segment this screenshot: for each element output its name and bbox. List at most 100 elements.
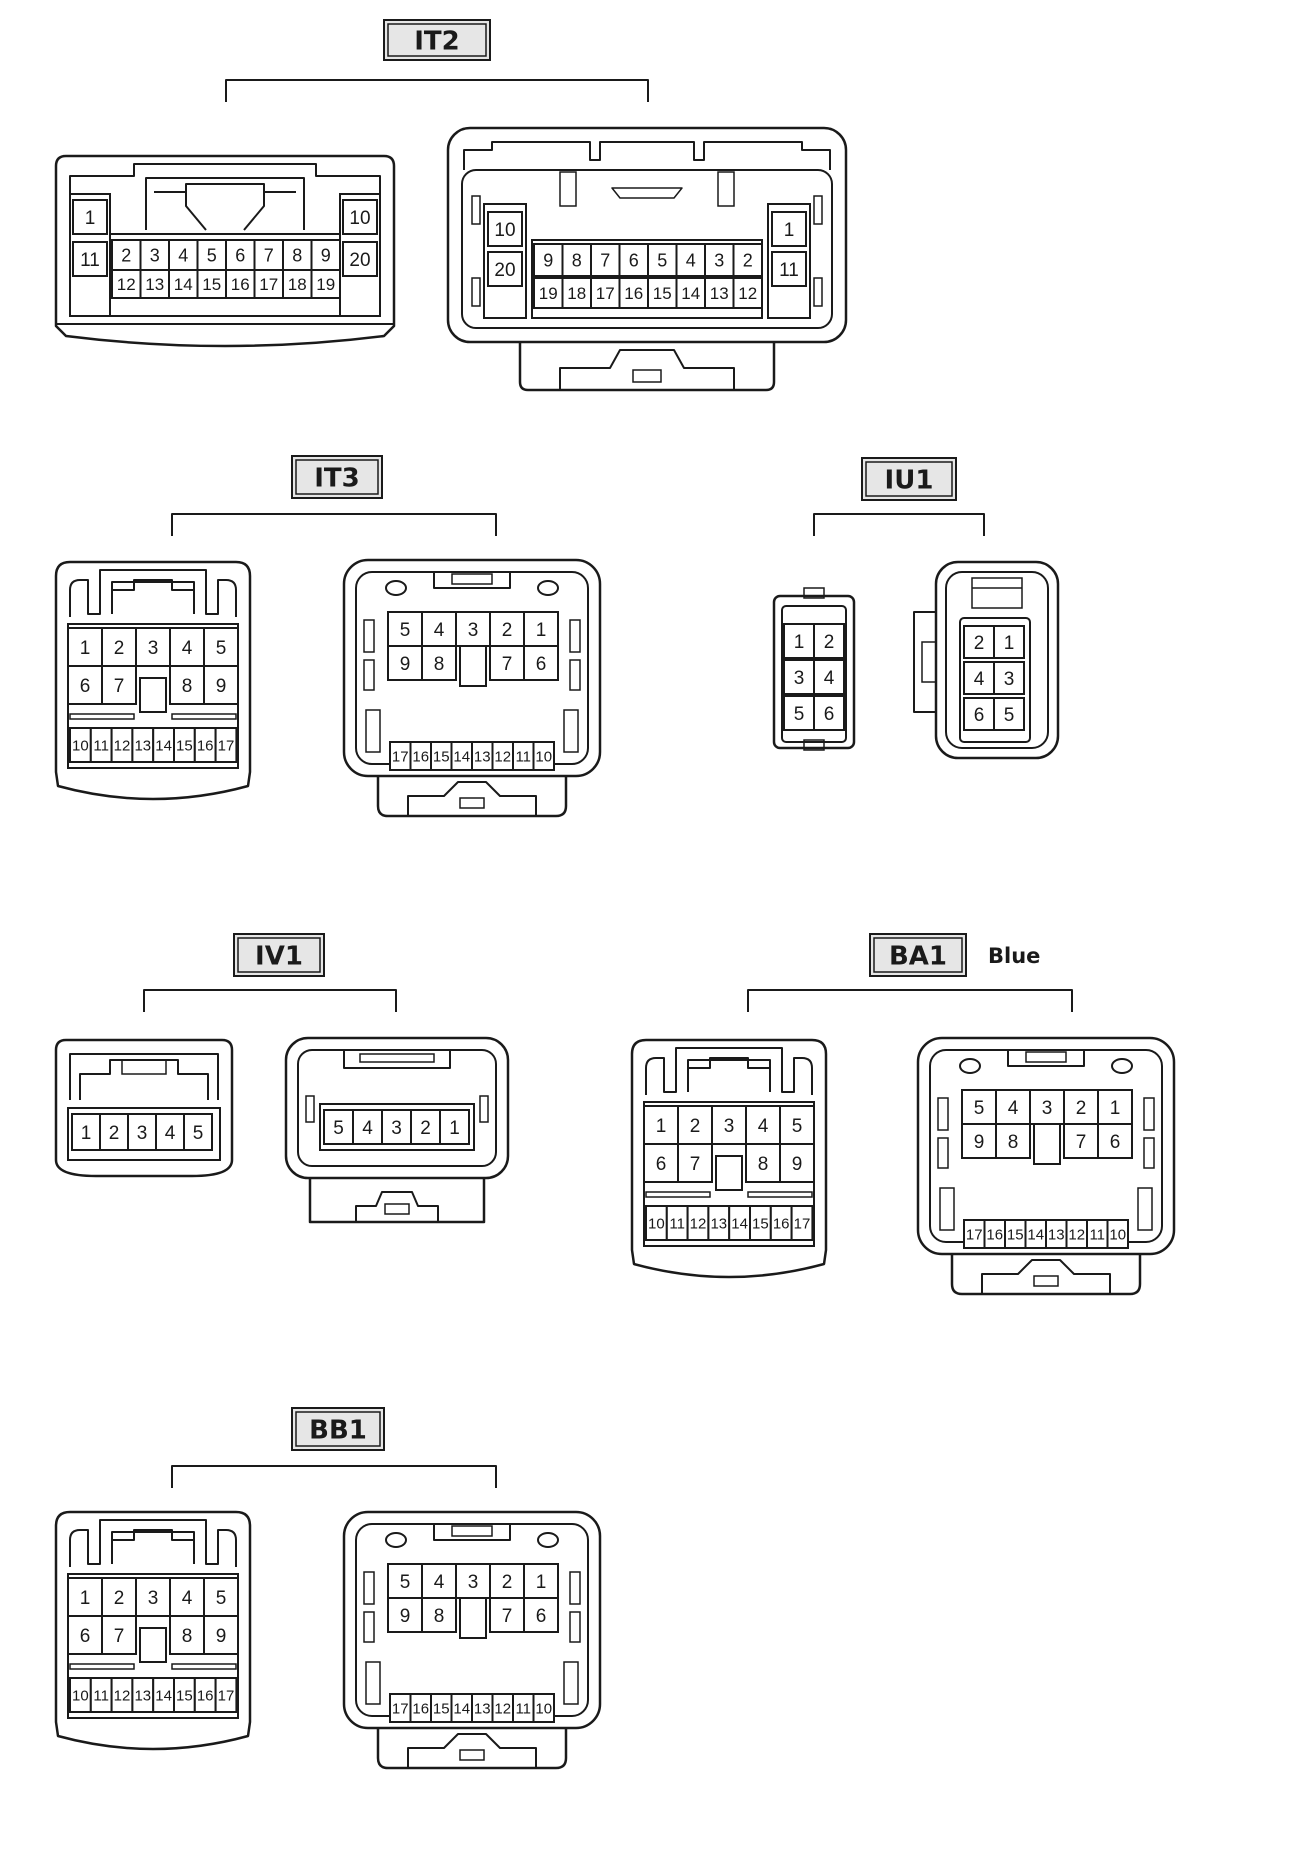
pin-cell: 7	[101, 665, 137, 705]
pin-cell: 8	[745, 1143, 781, 1183]
pin-cell: 14	[152, 727, 175, 763]
pin-number: 14	[731, 1215, 748, 1232]
connector-label-it2: IT2	[225, 19, 649, 102]
pin-cell: 4	[169, 627, 205, 667]
pin-number: 1	[449, 1118, 460, 1139]
pin-cell: 1	[1097, 1089, 1133, 1125]
pin-cell: 16	[225, 269, 256, 299]
pin-cell: 11	[771, 251, 807, 287]
pin-number: 3	[724, 1116, 735, 1137]
pin-number: 3	[137, 1123, 148, 1144]
pin-cell: 11	[89, 727, 113, 763]
pin-number: 13	[134, 737, 151, 754]
pin-number: 15	[1007, 1226, 1024, 1243]
pin-cell: 13	[131, 1677, 155, 1713]
pin-cell: 17	[214, 1677, 238, 1713]
pin-cell: 6	[618, 243, 649, 277]
pin-cell: 1	[771, 211, 807, 247]
pin-cell: 4	[745, 1105, 781, 1145]
pin-cell: 6	[813, 695, 845, 731]
pin-number: 4	[434, 620, 445, 641]
label-box	[233, 933, 325, 977]
connector-label-iu1: IU1	[813, 457, 985, 536]
pin-cell: 15	[173, 1677, 196, 1713]
pin-cell: 13	[704, 277, 735, 309]
pin-cell: 1	[67, 627, 103, 667]
pin-cell: 12	[110, 727, 134, 763]
pin-cell: 16	[193, 1677, 217, 1713]
pin-cell: 15	[430, 1693, 453, 1723]
pin-cell: 1	[643, 1105, 679, 1145]
pin-cell: 2	[963, 625, 995, 659]
pin-number: 17	[794, 1215, 811, 1232]
pin-cell: 1	[72, 199, 108, 235]
pin-cell: 11	[512, 741, 535, 771]
pin-cell: 9	[961, 1123, 997, 1159]
connector-bracket	[171, 1465, 497, 1488]
pin-cell: 11	[512, 1693, 535, 1723]
pin-number: 7	[502, 654, 513, 675]
pin-cell: 13	[139, 269, 170, 299]
pin-number: 1	[1004, 633, 1015, 654]
pin-number: 3	[150, 245, 160, 265]
pin-cell: 3	[783, 659, 815, 695]
pin-cell: 1	[993, 625, 1025, 659]
pin-cell: 1	[523, 611, 559, 647]
pin-number: 18	[567, 284, 586, 303]
pin-cell: 6	[67, 665, 103, 705]
pin-number: 12	[738, 284, 757, 303]
pin-number: 2	[420, 1118, 431, 1139]
label-box	[861, 457, 957, 501]
pin-cell: 9	[203, 665, 239, 705]
pin-cell: 20	[487, 251, 523, 287]
pin-number: 1	[536, 1572, 547, 1593]
pin-cell: 8	[282, 239, 313, 271]
pin-cell: 14	[450, 741, 473, 771]
pin-cell: 17	[590, 277, 621, 309]
pin-cell: 2	[813, 623, 845, 659]
pin-cell: 5	[961, 1089, 997, 1125]
pin-cell: 19	[533, 277, 564, 309]
pin-cell: 1	[67, 1577, 103, 1617]
pin-cell: 2	[489, 1563, 525, 1599]
pin-number: 8	[434, 654, 445, 675]
pin-cell: 3	[127, 1113, 157, 1151]
pin-cell: 4	[421, 611, 457, 647]
pin-number: 1	[80, 1588, 91, 1609]
pin-number: 14	[155, 737, 172, 754]
pin-number: 11	[93, 1687, 109, 1704]
pin-cell: 10	[645, 1205, 668, 1241]
pin-number: 2	[974, 633, 985, 654]
pin-cell: 20	[342, 241, 378, 277]
pin-cell: 10	[532, 741, 555, 771]
connector-code: BB1	[309, 1416, 367, 1446]
pin-cell: 7	[101, 1615, 137, 1655]
pin-cell: 12	[732, 277, 763, 309]
pin-number: 17	[218, 1687, 235, 1704]
pin-number: 5	[207, 245, 217, 265]
pin-number: 13	[1048, 1226, 1065, 1243]
pin-cell: 16	[409, 1693, 432, 1723]
pin-cell: 14	[728, 1205, 752, 1241]
pin-cell: 9	[533, 243, 564, 277]
pin-number: 5	[657, 250, 667, 270]
pin-cell: 10	[69, 1677, 92, 1713]
pin-number: 5	[792, 1116, 803, 1137]
pin-number: 3	[148, 1588, 159, 1609]
pin-number: 1	[1110, 1098, 1121, 1119]
pin-cell: 14	[1024, 1219, 1047, 1249]
pin-number: 7	[1076, 1132, 1087, 1153]
pin-cell: 5	[783, 695, 815, 731]
connector-bracket	[813, 513, 985, 536]
pin-cell: 11	[72, 241, 108, 277]
connector-label-iv1: IV1	[143, 933, 397, 1012]
pin-cell: 4	[155, 1113, 185, 1151]
pin-number: 2	[114, 638, 125, 659]
pin-cell: 3	[711, 1105, 747, 1145]
pin-number: 15	[202, 275, 221, 294]
label-box	[383, 19, 491, 61]
